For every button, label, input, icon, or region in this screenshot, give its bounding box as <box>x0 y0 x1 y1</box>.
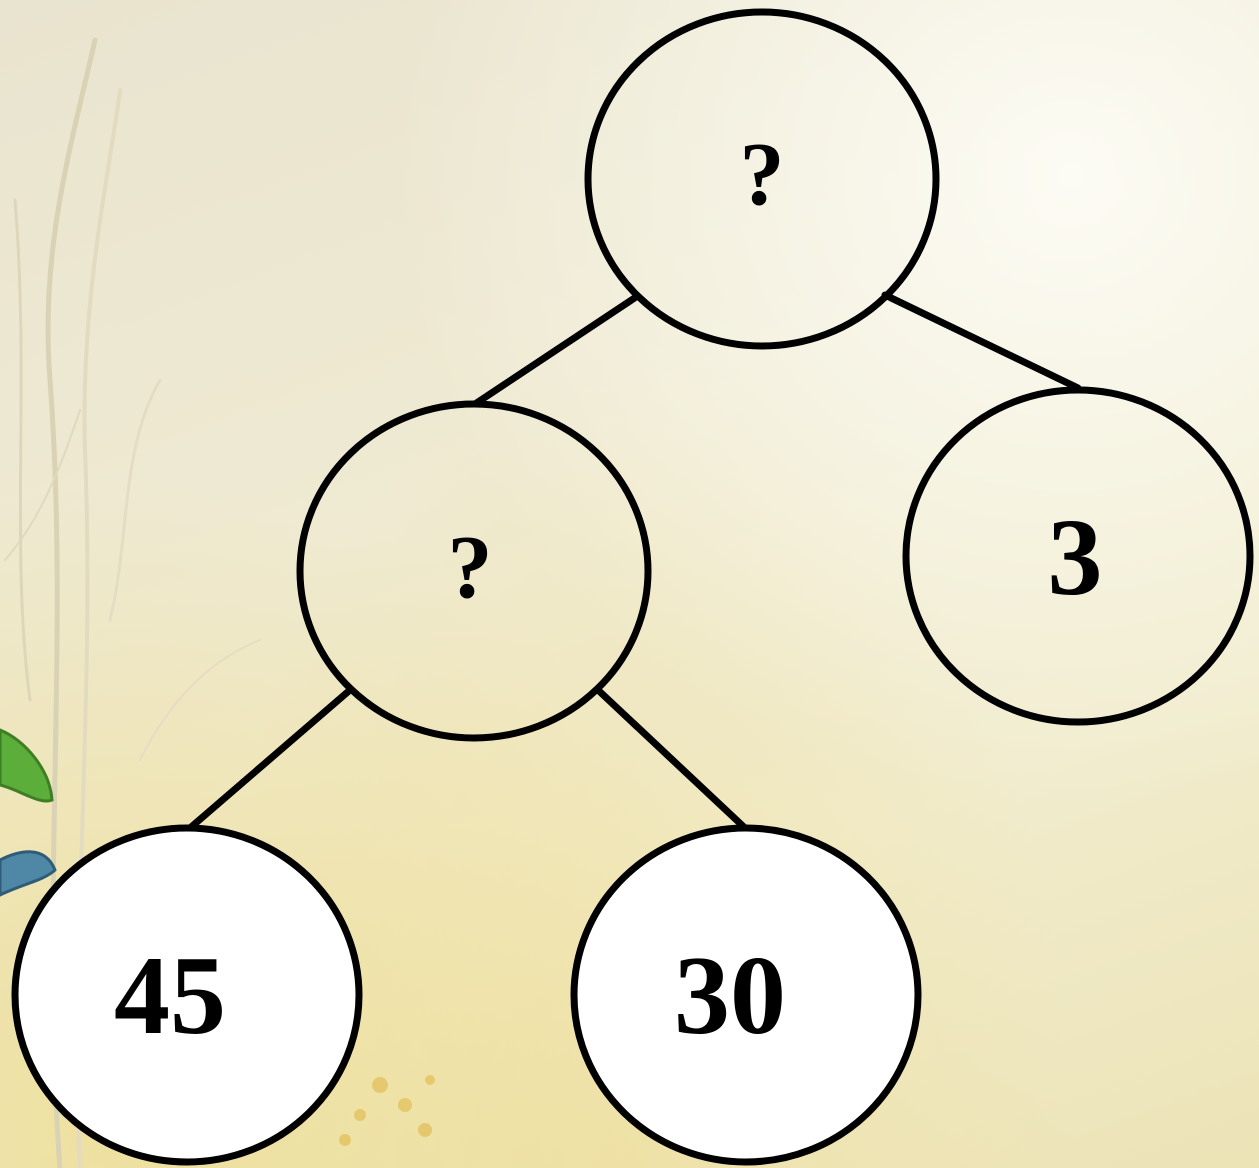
node-label-leaf-right: 30 <box>674 934 786 1058</box>
node-circle <box>570 824 922 1166</box>
tree-node-root: ? <box>584 8 940 350</box>
node-label-right: 3 <box>1048 496 1103 618</box>
node-circle <box>584 8 940 350</box>
node-circle <box>296 400 652 742</box>
edge-middle-leaf-left <box>186 686 354 832</box>
node-label-leaf-left: 45 <box>114 934 226 1058</box>
node-label-root: ? <box>740 125 785 224</box>
tree-node-leaf-left: 45 <box>11 824 363 1166</box>
plant-decoration <box>0 728 435 1146</box>
node-label-middle: ? <box>448 518 493 617</box>
edge-root-right <box>881 291 1082 392</box>
edge-middle-leaf-right <box>594 686 749 832</box>
node-circle <box>902 386 1254 726</box>
tree-edges <box>186 291 1082 832</box>
tree-node-right: 3 <box>902 386 1254 726</box>
tree-node-leaf-right: 30 <box>570 824 922 1166</box>
tree-node-middle: ? <box>296 400 652 742</box>
node-circle <box>11 824 363 1166</box>
edge-root-middle <box>471 293 640 408</box>
